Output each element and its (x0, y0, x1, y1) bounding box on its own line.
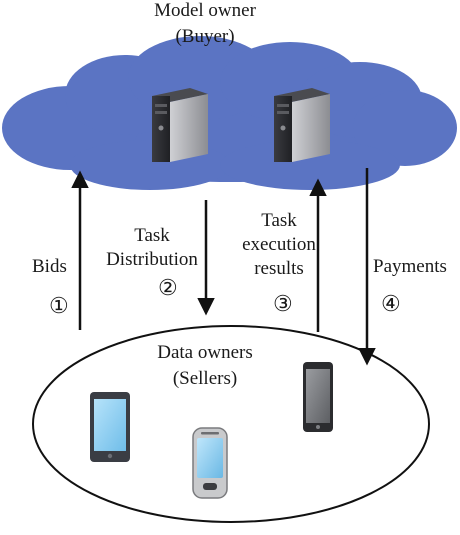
task-distribution-line1: Task (134, 225, 170, 246)
task-results-line2: execution (242, 234, 316, 255)
step-4-number: ④ (381, 291, 401, 316)
tablet-icon (90, 392, 130, 462)
task-distribution-line2: Distribution (106, 249, 198, 270)
task-results-line1: Task (261, 210, 297, 231)
step-2-number: ② (158, 275, 178, 300)
mobile-phone-icon (303, 362, 333, 432)
smartphone-icon (192, 427, 228, 499)
cloud-shape (2, 36, 457, 190)
data-owners-label: Data owners (Sellers) (130, 342, 280, 390)
model-owner-title: Model owner (154, 0, 256, 21)
data-owners-subtitle: (Sellers) (172, 368, 238, 389)
server-icon (152, 88, 208, 162)
server-icon (274, 88, 330, 162)
model-owner-label: Model owner (Buyer) (130, 0, 280, 48)
model-owner-subtitle: (Buyer) (175, 26, 235, 47)
payments-label: Payments (373, 256, 447, 277)
step-1-number: ① (49, 293, 69, 318)
bids-label: Bids (32, 256, 67, 277)
task-results-label: Task execution results (236, 210, 322, 280)
task-results-line3: results (254, 258, 304, 279)
data-owners-title: Data owners (157, 342, 253, 363)
step-3-number: ③ (273, 291, 293, 316)
task-distribution-label: Task Distribution (96, 225, 208, 271)
